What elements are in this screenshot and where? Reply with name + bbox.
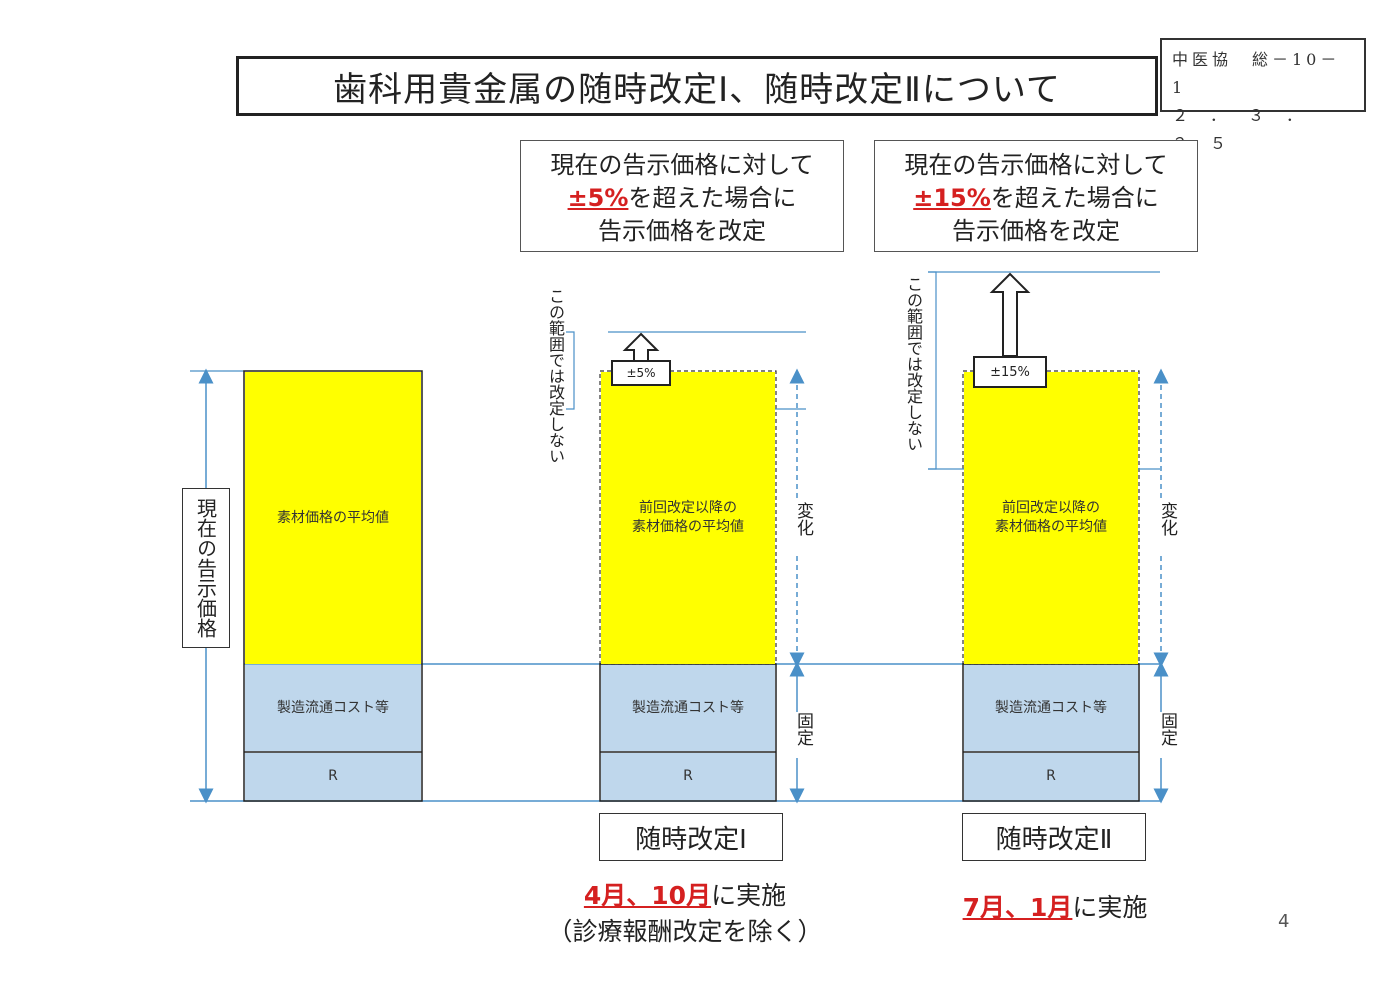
segment-label-line: 素材価格の平均値	[632, 519, 744, 535]
page-number: 4	[1278, 911, 1290, 932]
left-material-segment: 素材価格の平均値	[245, 372, 421, 664]
segment-label: R	[683, 768, 693, 784]
revision1-name-box: 随時改定Ⅰ	[599, 813, 783, 861]
rev1-fixed-outline	[599, 663, 777, 802]
rev1-cost-segment: 製造流通コスト等	[601, 665, 775, 751]
rev1-change-label: 変化	[790, 502, 816, 552]
segment-label: R	[1046, 768, 1056, 784]
rev2-up-arrow	[989, 272, 1031, 357]
rev1-r-segment: R	[601, 753, 775, 800]
rev2-arrow-label: ±15%	[973, 356, 1047, 388]
condition-text: 現在の告示価格に対して	[904, 151, 1168, 179]
revision-name: 随時改定Ⅱ	[995, 824, 1113, 855]
rev1-no-revision-range-label: この範囲では改定しない	[546, 288, 565, 464]
schedule-note: （診療報酬改定を除く）	[547, 917, 823, 946]
condition-text-rest: を超えた場合に	[628, 184, 797, 212]
schedule-suffix: に実施	[711, 881, 787, 910]
revision-name: 随時改定Ⅰ	[635, 824, 747, 855]
left-bar-outline	[243, 370, 423, 802]
current-price-bracket-label: 現在の告示価格	[182, 488, 230, 648]
schedule-months: 7月、1月	[962, 893, 1073, 922]
arrow-label-text: ±5%	[626, 366, 656, 380]
left-cost-segment: 製造流通コスト等	[245, 665, 421, 751]
condition-box-revision1: 現在の告示価格に対して ±5%を超えた場合に 告示価格を改定	[520, 140, 844, 252]
reference-code-box: 中医協 総－10－1 ２．３．２５	[1160, 38, 1366, 153]
segment-label-line: 前回改定以降の	[1002, 500, 1100, 516]
rev1-material-segment: 前回改定以降の 素材価格の平均値	[601, 372, 775, 664]
segment-label-line: 素材価格の平均値	[995, 519, 1107, 535]
condition-text: ±5%を超えた場合に	[521, 182, 843, 215]
rev1-arrow-label: ±5%	[611, 360, 671, 386]
segment-label: 製造流通コスト等	[277, 699, 389, 716]
schedule-months: 4月、10月	[583, 881, 712, 910]
segment-label: 製造流通コスト等	[995, 699, 1107, 716]
rev2-fixed-label: 固定	[1154, 712, 1180, 758]
segment-label: 前回改定以降の 素材価格の平均値	[995, 499, 1107, 537]
left-r-segment: R	[245, 753, 421, 800]
schedule-line: 4月、10月に実施	[520, 878, 850, 914]
reference-date: ２．３．２５	[1172, 106, 1325, 153]
arrow-label-text: ±15%	[990, 364, 1030, 380]
condition-text-rest: を超えた場合に	[990, 184, 1159, 212]
rev2-fixed-outline	[962, 663, 1140, 802]
condition-text: 告示価格を改定	[952, 217, 1120, 245]
reference-code: 中医協 総－10－1	[1172, 50, 1341, 97]
revision2-schedule: 7月、1月に実施	[900, 890, 1210, 926]
page-title: 歯科用貴金属の随時改定Ⅰ、随時改定Ⅱについて	[236, 56, 1158, 116]
segment-label: 前回改定以降の 素材価格の平均値	[632, 499, 744, 537]
revision2-name-box: 随時改定Ⅱ	[962, 813, 1146, 861]
schedule-suffix: に実施	[1072, 893, 1148, 922]
rev2-change-label: 変化	[1154, 502, 1180, 552]
rev1-fixed-label: 固定	[790, 712, 816, 758]
threshold-percent: ±15%	[913, 184, 991, 212]
rev2-no-revision-range-label: この範囲では改定しない	[904, 276, 923, 452]
schedule-line: 7月、1月に実施	[900, 890, 1210, 926]
condition-text: 現在の告示価格に対して	[550, 151, 814, 179]
bracket-label-text: 現在の告示価格	[193, 498, 218, 638]
rev1-range-bracket	[566, 331, 575, 410]
rev2-r-segment: R	[964, 753, 1138, 800]
segment-label: 素材価格の平均値	[277, 509, 389, 526]
rev2-material-segment: 前回改定以降の 素材価格の平均値	[964, 372, 1138, 664]
condition-text: 告示価格を改定	[598, 217, 766, 245]
revision1-schedule: 4月、10月に実施 （診療報酬改定を除く）	[520, 878, 850, 950]
threshold-percent: ±5%	[567, 184, 629, 212]
segment-label: 製造流通コスト等	[632, 699, 744, 716]
rev2-cost-segment: 製造流通コスト等	[964, 665, 1138, 751]
condition-box-revision2: 現在の告示価格に対して ±15%を超えた場合に 告示価格を改定	[874, 140, 1198, 252]
segment-label-line: 前回改定以降の	[639, 500, 737, 516]
segment-label: R	[328, 768, 338, 784]
rev2-range-bracket	[928, 271, 937, 470]
condition-text: ±15%を超えた場合に	[875, 182, 1197, 215]
